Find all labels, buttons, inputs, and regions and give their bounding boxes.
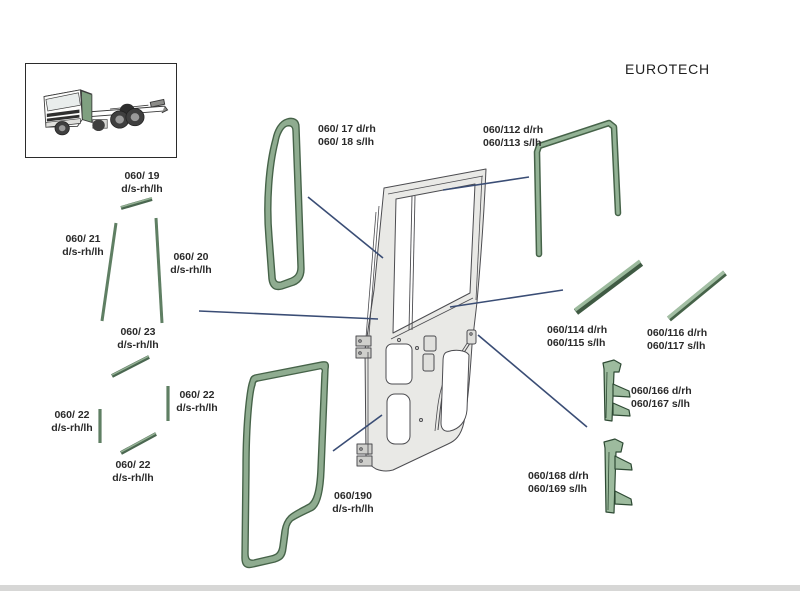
door-hinge-upper: [355, 335, 372, 359]
truck-drawing: [43, 89, 169, 136]
leader-quarter-window: [307, 196, 384, 259]
part-strip-23: [111, 355, 150, 378]
door-hinge-lower: [356, 443, 373, 467]
leader-door-seal: [332, 414, 383, 452]
door-lock: [466, 329, 477, 345]
seal-parts: [98, 117, 727, 569]
part-bracket-lower: [603, 438, 633, 514]
part-belt-strip-outer: [573, 260, 644, 315]
leader-division-strips: [198, 310, 379, 320]
leader-lines: [198, 176, 588, 452]
page-edge-shadow: [0, 585, 800, 591]
part-bracket-upper: [602, 359, 631, 422]
part-quarter-window-seal: [264, 117, 305, 291]
part-strip-20: [154, 217, 164, 324]
truck-thumbnail: [25, 63, 177, 158]
part-strip-22-bottom: [120, 432, 157, 455]
page-title: EUROTECH: [625, 61, 710, 77]
door-access-opening: [440, 349, 470, 432]
windshield: [45, 92, 81, 112]
part-strip-21: [100, 222, 118, 322]
door-illustration: [355, 168, 487, 472]
part-strip-19: [120, 197, 153, 210]
part-door-seal: [241, 361, 330, 569]
leader-brackets: [477, 334, 588, 428]
window-division-bar: [408, 195, 413, 331]
panel-cutout-lower: [386, 393, 411, 445]
leader-glass-run: [442, 176, 530, 191]
panel-cutout-upper: [385, 343, 413, 385]
leader-belt-strip: [449, 289, 564, 308]
